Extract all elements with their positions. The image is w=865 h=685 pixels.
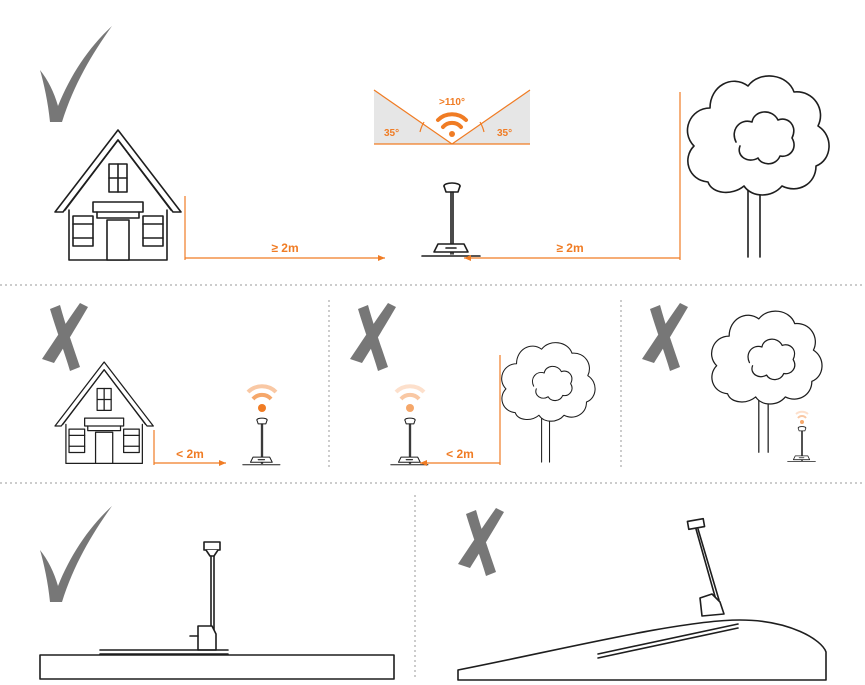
- house-icon: [54, 361, 154, 465]
- tree-icon: [710, 310, 823, 453]
- sloped-ground: [457, 619, 827, 681]
- base-station-icon: [242, 417, 281, 466]
- cone-right-angle-label: 35°: [497, 128, 512, 139]
- cone-angle-label: >110°: [439, 97, 465, 108]
- base-station-icon: [787, 426, 816, 462]
- base-station-icon: [99, 541, 229, 655]
- cross-icon: [642, 303, 688, 371]
- distance-indicator: [153, 430, 226, 466]
- cone-left-angle-label: 35°: [384, 128, 399, 139]
- cross-icon: [350, 303, 396, 371]
- wifi-icon: [436, 112, 468, 137]
- distance-label: < 2m: [446, 447, 474, 461]
- distance-label-left: ≥ 2m: [271, 241, 298, 255]
- wifi-icon: [795, 410, 809, 424]
- tree-icon: [686, 75, 830, 258]
- distance-indicator-left: [184, 196, 385, 261]
- base-station-icon: [390, 417, 429, 466]
- distance-indicator-right: [464, 92, 681, 261]
- base-station-icon: [421, 182, 481, 257]
- distance-indicator: [420, 355, 501, 466]
- signal-cone: [373, 89, 531, 145]
- flat-ground: [39, 654, 395, 680]
- distance-label-right: ≥ 2m: [556, 241, 583, 255]
- cross-icon: [42, 303, 88, 371]
- check-icon: [40, 26, 112, 122]
- distance-label: < 2m: [176, 447, 204, 461]
- wifi-icon: [246, 384, 278, 412]
- base-station-icon: [597, 517, 739, 659]
- house-icon: [54, 129, 182, 261]
- tree-icon: [501, 342, 596, 463]
- check-icon: [40, 506, 112, 602]
- wifi-icon: [394, 384, 426, 412]
- cross-icon: [458, 508, 504, 576]
